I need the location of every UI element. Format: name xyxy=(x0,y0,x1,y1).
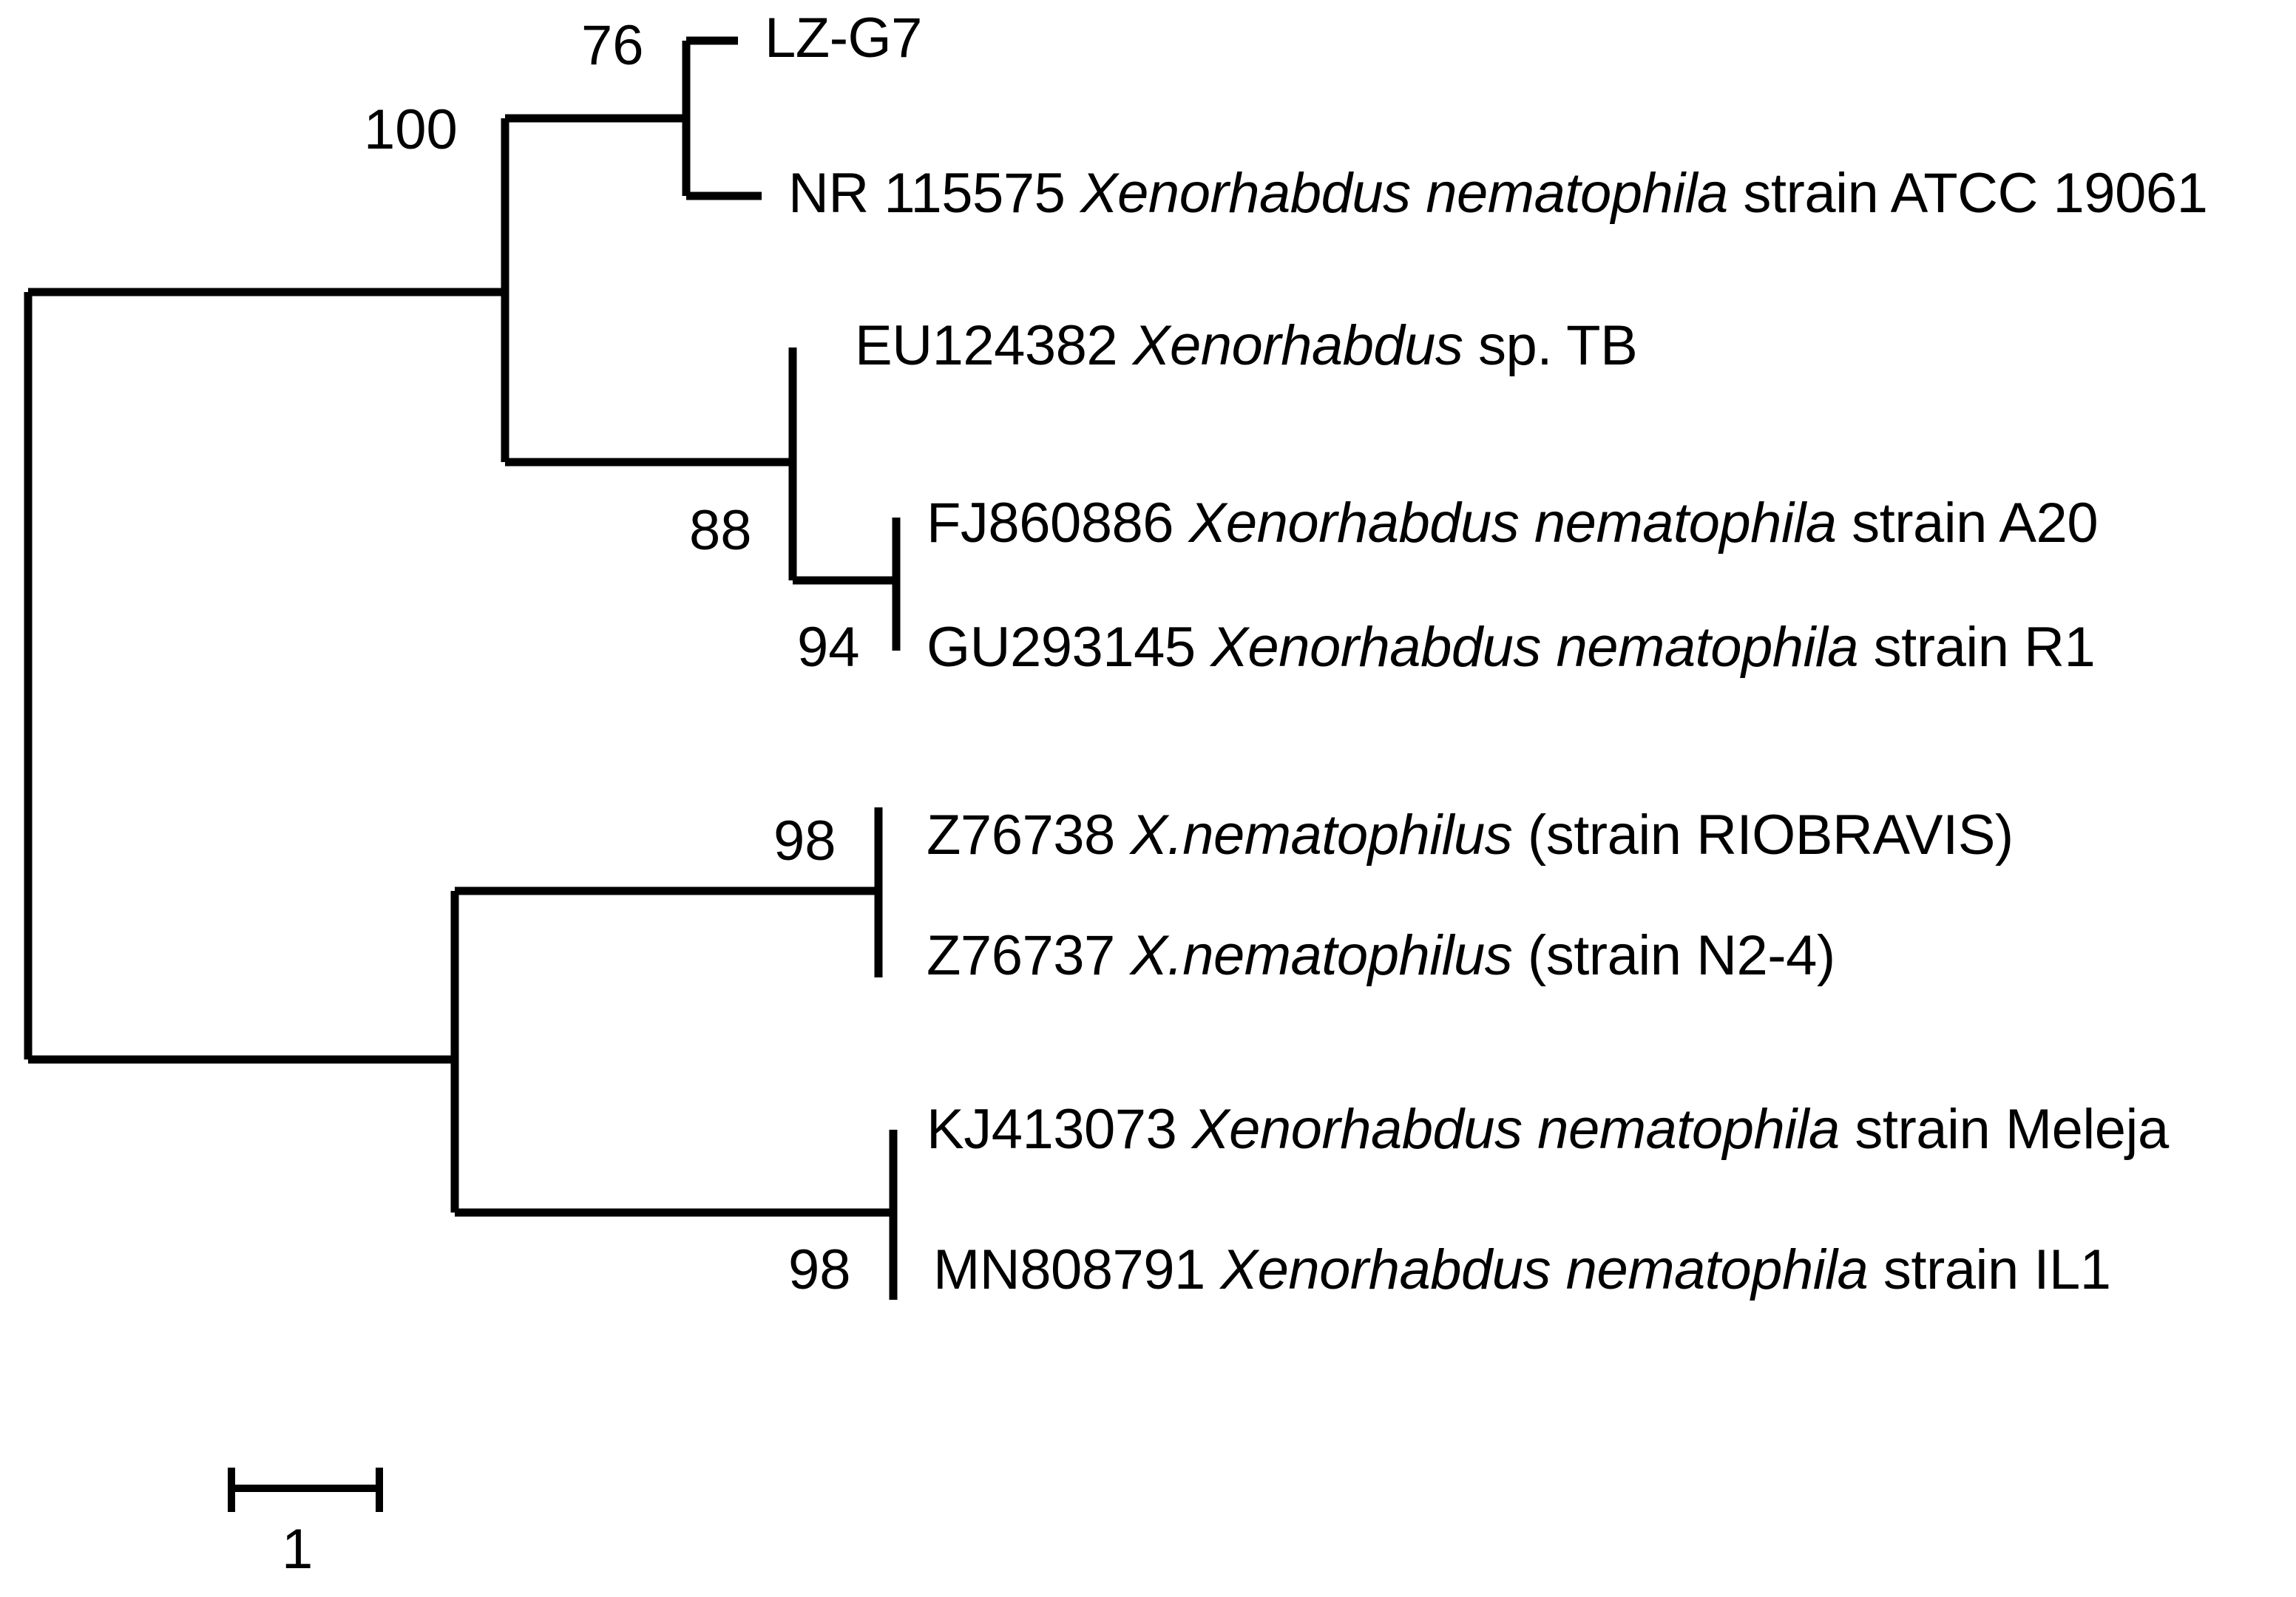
taxon-accession-mn808791: MN808791 xyxy=(933,1238,1221,1301)
taxon-label-nr115575: NR 115575 Xenorhabdus nematophila strain… xyxy=(788,166,2208,222)
taxon-accession-z76738: Z76738 xyxy=(927,804,1131,867)
taxon-accession-kj413073: KJ413073 xyxy=(927,1098,1192,1161)
taxon-strain-z76737: (strain N2-4) xyxy=(1512,924,1835,987)
taxon-strain-eu124382: sp. TB xyxy=(1463,314,1638,377)
taxon-label-z76738: Z76738 X.nematophilus (strain RIOBRAVIS) xyxy=(927,807,2014,864)
taxon-species-z76737: X.nematophilus xyxy=(1130,924,1513,987)
taxon-strain-z76738: (strain RIOBRAVIS) xyxy=(1512,804,2014,867)
taxon-species-z76738: X.nematophilus xyxy=(1130,804,1513,867)
bootstrap-value-100: 100 xyxy=(364,98,458,161)
bootstrap-value-98-upper: 98 xyxy=(773,810,836,872)
taxon-strain-fj860886: strain A20 xyxy=(1836,492,2099,555)
taxon-label-gu293145: GU293145 Xenorhabdus nematophila strain … xyxy=(927,620,2096,676)
taxon-label-mn808791: MN808791 Xenorhabdus nematophila strain … xyxy=(933,1242,2111,1298)
taxon-species-gu293145: Xenorhabdus nematophila xyxy=(1210,616,1859,679)
taxon-label-eu124382: EU124382 Xenorhabdus sp. TB xyxy=(855,318,1638,374)
taxon-species-fj860886: Xenorhabdus nematophila xyxy=(1188,492,1837,555)
taxon-accession-fj860886: FJ860886 xyxy=(927,492,1189,555)
taxon-label-kj413073: KJ413073 Xenorhabdus nematophila strain … xyxy=(927,1102,2169,1158)
taxon-accession-eu124382: EU124382 xyxy=(855,314,1133,377)
bootstrap-value-94: 94 xyxy=(797,616,860,679)
taxon-strain-kj413073: strain Meleja xyxy=(1839,1098,2169,1161)
taxon-label-lz-g7: LZ-G7 xyxy=(765,10,922,67)
taxon-accession-nr115575: NR 115575 xyxy=(788,162,1080,225)
taxon-strain-gu293145: strain R1 xyxy=(1858,616,2096,679)
taxon-accession-z76737: Z76737 xyxy=(927,924,1131,987)
taxon-genus-eu124382: Xenorhabdus xyxy=(1132,314,1463,377)
taxon-label-z76737: Z76737 X.nematophilus (strain N2-4) xyxy=(927,928,1835,984)
taxon-text-plain-1: LZ-G7 xyxy=(765,7,922,69)
bootstrap-value-88: 88 xyxy=(689,499,752,562)
taxon-label-fj860886: FJ860886 Xenorhabdus nematophila strain … xyxy=(927,492,2099,555)
bootstrap-value-98-lower: 98 xyxy=(788,1238,851,1301)
taxon-species-mn808791: Xenorhabdus nematophila xyxy=(1220,1238,1869,1301)
bootstrap-value-76: 76 xyxy=(581,14,644,77)
taxon-species-kj413073: Xenorhabdus nematophila xyxy=(1191,1098,1840,1161)
scale-bar-label: 1 xyxy=(282,1518,314,1581)
taxon-strain-nr115575: strain ATCC 19061 xyxy=(1727,162,2208,225)
taxon-accession-gu293145: GU293145 xyxy=(927,616,1211,679)
taxon-species-nr115575: Xenorhabdus nematophila xyxy=(1080,162,1728,225)
taxon-strain-mn808791: strain IL1 xyxy=(1868,1238,2111,1301)
